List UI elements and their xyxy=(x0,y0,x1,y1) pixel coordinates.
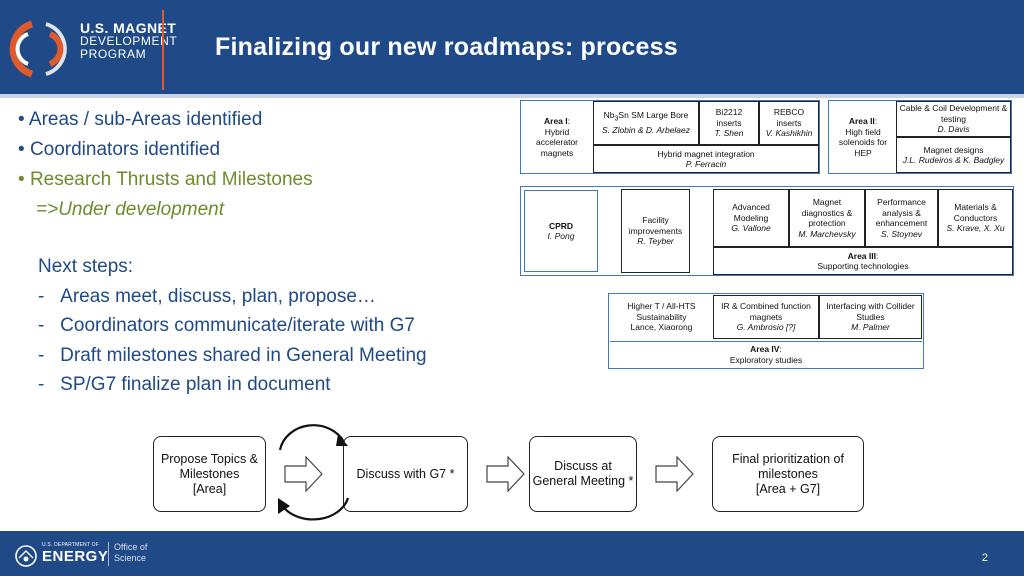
right-arrow-icon xyxy=(486,456,525,492)
doe-seal-icon xyxy=(15,545,37,567)
footer-bar xyxy=(0,531,1024,576)
logo-divider xyxy=(162,10,164,90)
office-line-1: Office of xyxy=(114,542,148,552)
bullet-item: • Coordinators identified xyxy=(18,139,221,160)
area-2-label: Area II: High field solenoids for HEP xyxy=(832,104,894,170)
bullet-sub-item: =>Under development xyxy=(36,199,225,220)
magnet-logo-icon xyxy=(9,20,67,78)
page-number: 2 xyxy=(981,552,988,564)
cable-coil-box: Cable & Coil Development & testing D. Da… xyxy=(896,101,1011,137)
discuss-g7-box: Discuss with G7 * xyxy=(343,436,468,512)
facility-box: Facility improvements R. Teyber xyxy=(621,189,690,273)
propose-topics-box: Propose Topics & Milestones [Area] xyxy=(153,436,266,512)
right-arrow-icon xyxy=(284,456,323,492)
doe-small-text: U.S. DEPARTMENT OF xyxy=(42,542,99,548)
performance-box: Performance analysis & enhancement S. St… xyxy=(865,189,938,247)
diagnostics-box: Magnet diagnostics & protection M. March… xyxy=(789,189,865,247)
header-rule xyxy=(0,94,1024,98)
logo-line-2: DEVELOPMENT xyxy=(80,34,178,48)
advanced-modeling-box: Advanced Modeling G. Vallone xyxy=(713,189,789,247)
rebco-box: REBCO inserts V. Kashikhin xyxy=(759,101,819,145)
step-item: - Coordinators communicate/iterate with … xyxy=(38,315,415,336)
area-3-label: Area III: Supporting technologies xyxy=(713,247,1013,275)
general-meeting-box: Discuss at General Meeting * xyxy=(529,436,637,512)
bullet-item: • Areas / sub-Areas identified xyxy=(18,109,263,130)
step-item: - Draft milestones shared in General Mee… xyxy=(38,344,427,366)
page-title: Finalizing our new roadmaps: process xyxy=(215,33,678,61)
bi2212-box: Bi2212 inserts T. Shen xyxy=(699,101,759,145)
area-4-label: Area IV: Exploratory studies xyxy=(610,341,922,367)
office-line-2: Science xyxy=(114,553,147,563)
program-logo-text: U.S. MAGNET DEVELOPMENT PROGRAM xyxy=(80,20,178,61)
bullet-item: • Research Thrusts and Milestones xyxy=(18,169,313,190)
cprd-content: CPRD I. Pong xyxy=(526,192,596,270)
cycle-arrow-top-icon xyxy=(278,424,348,451)
magnet-designs-box: Magnet designs J.L. Rudeiros & K. Badgle… xyxy=(896,137,1011,173)
cycle-arrow-bottom-icon xyxy=(278,497,350,521)
step-item: - Areas meet, discuss, plan, propose… xyxy=(38,285,376,307)
nb3sn-box: Nb3Sn SM Large Bore S. Zlobin & D. Arbel… xyxy=(593,101,699,145)
header-bar xyxy=(0,0,1024,97)
ir-combined-box: IR & Combined function magnets G. Ambros… xyxy=(713,295,819,339)
collider-box: Interfacing with Collider Studies M. Pal… xyxy=(819,295,922,339)
next-steps: Next steps: - Areas meet, discuss, plan,… xyxy=(38,252,427,400)
doe-big-text: ENERGY xyxy=(42,548,109,565)
logo-line-3: PROGRAM xyxy=(80,47,147,61)
next-steps-heading: Next steps: xyxy=(38,256,134,277)
area-1-label: Area I: Hybrid accelerator magnets xyxy=(524,104,590,170)
hybrid-integration-box: Hybrid magnet integration P. Ferracin xyxy=(593,145,819,173)
final-prioritization-box: Final prioritization of milestones [Area… xyxy=(712,436,864,512)
bullet-list: • Areas / sub-Areas identified • Coordin… xyxy=(18,105,313,225)
right-arrow-icon xyxy=(655,456,694,492)
step-item: - SP/G7 finalize plan in document xyxy=(38,374,331,395)
logo-line-1: U.S. MAGNET xyxy=(80,20,177,36)
doe-divider xyxy=(108,542,109,566)
materials-box: Materials & Conductors S. Krave, X. Xu xyxy=(938,189,1013,247)
higher-t-box: Higher T / All-HTS Sustainability Lance,… xyxy=(610,295,713,339)
